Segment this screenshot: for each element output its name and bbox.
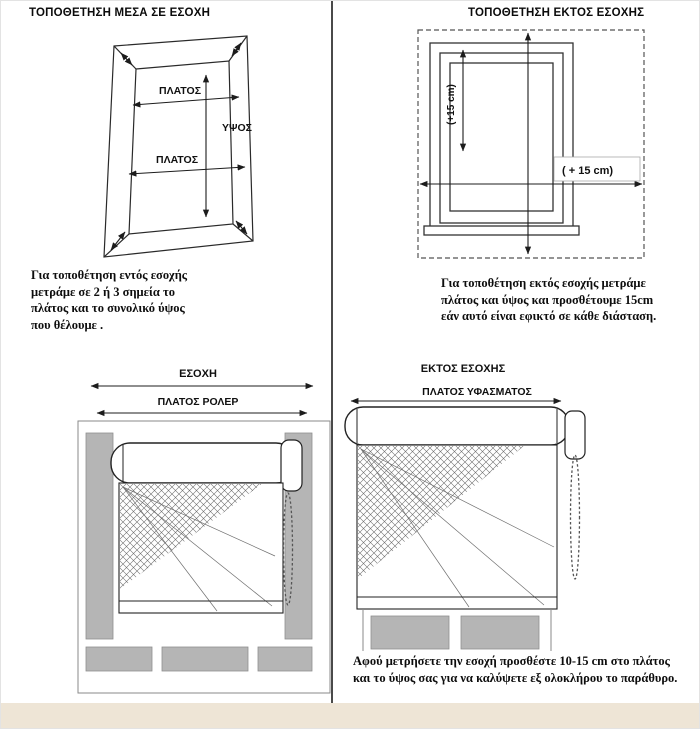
roller-inside-recess-diagram: ΕΣΟΧΗ ΠΛΑΤΟΣ ΡΟΛΕΡ [77, 368, 331, 694]
inside-recess-title: ΤΟΠΟΘΕΤΗΣΗ ΜΕΣΑ ΣΕ ΕΣΟΧΗ [29, 7, 211, 19]
window-frame-perspective [103, 35, 254, 258]
width-label-top: ΠΛΑΤΟΣ [159, 85, 201, 97]
roller-tube [110, 442, 296, 484]
vertical-divider [331, 1, 333, 704]
plus15-vertical-label: (+15 cm) [446, 84, 457, 125]
plus15-horizontal-label: ( + 15 cm) [562, 165, 613, 177]
height-label: ΥΨΟΣ [222, 122, 252, 134]
chain-loop [282, 492, 294, 606]
dimension-arrows [419, 32, 643, 255]
width-label-bottom: ΠΛΑΤΟΣ [156, 154, 198, 166]
outside-recess-caption: Για τοποθέτηση εκτός εσοχής μετράμε πλάτ… [441, 276, 657, 324]
fabric-mesh [358, 446, 524, 579]
fabric-width-label: ΠΛΑΤΟΣ ΥΦΑΣΜΑΤΟΣ [422, 386, 532, 398]
chain-loop [569, 454, 581, 580]
inside-recess-window-diagram: ΠΛΑΤΟΣ ΥΨΟΣ ΠΛΑΤΟΣ [103, 35, 254, 258]
window-sill [423, 225, 580, 236]
recess-label: ΕΣΟΧΗ [179, 368, 217, 380]
width-arrow-bottom [128, 164, 246, 177]
roller-end-caps [356, 409, 558, 443]
dimension-arrows [128, 74, 246, 218]
mesh-rays [360, 448, 555, 608]
outside-detail-title: ΕΚΤΟΣ ΕΣΟΧΗΣ [421, 363, 506, 375]
corner-measure-arrows [110, 42, 248, 251]
outside-recess-window-diagram: (+15 cm) ( + 15 cm) [417, 29, 645, 259]
inside-recess-caption: Για τοποθέτηση εντός εσοχής μετράμε σε 2… [31, 268, 188, 332]
fabric-mesh [120, 484, 262, 589]
mesh-rays [122, 486, 276, 612]
width-arrow-top [132, 94, 240, 108]
window-sill-blocks [362, 609, 552, 651]
window-frame [423, 42, 580, 236]
outer-dashed-boundary [417, 29, 645, 259]
plus15-horizontal-box [553, 156, 641, 182]
outer-wall-outline [77, 420, 331, 694]
wall-blocks [85, 432, 313, 672]
outside-recess-title: ΤΟΠΟΘΕΤΗΣΗ ΕΚΤΟΣ ΕΣΟΧΗΣ [468, 7, 645, 19]
control-bracket [280, 439, 303, 492]
control-bracket [564, 410, 586, 460]
bottom-instructions-caption: Αφού μετρήσετε την εσοχή προσθέστε 10-15… [353, 654, 678, 685]
roller-outside-recess-diagram: ΕΚΤΟΣ ΕΣΟΧΗΣ ΠΛΑΤΟΣ ΥΦΑΣΜΑΤΟΣ [344, 363, 586, 651]
footer-strip [1, 703, 699, 728]
roller-tube [344, 406, 570, 446]
roller-width-label: ΠΛΑΤΟΣ ΡΟΛΕΡ [158, 396, 239, 408]
